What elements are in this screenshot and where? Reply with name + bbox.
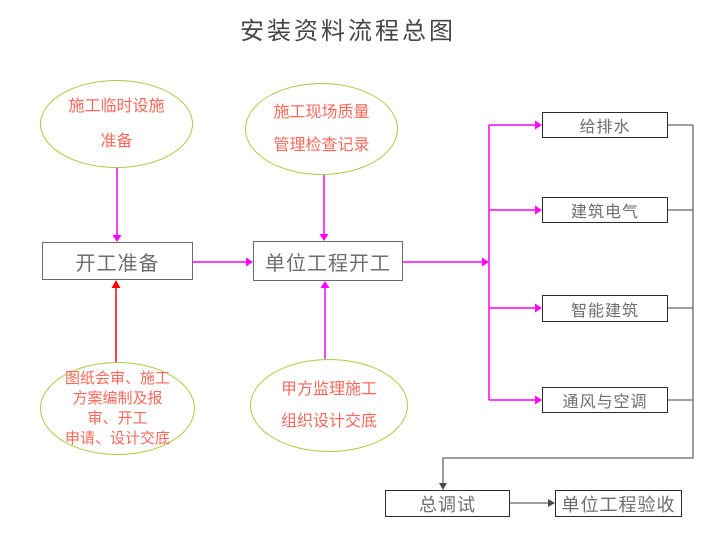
ellipse-text-line: 审、开工: [87, 409, 148, 427]
ellipse-supervision-briefing: 甲方监理施工 组织设计交底: [250, 359, 408, 452]
arrow-unit-start-to-branch: [403, 257, 489, 267]
ellipse-text-line: 准备: [100, 133, 133, 150]
arrow-supervision-to-unit-start: [320, 281, 330, 359]
ellipse-drawing-review: 图纸会审、施工 方案编制及报 审、开工 申请、设计交底: [40, 362, 195, 455]
box-water-supply-drainage: 给排水: [542, 112, 668, 138]
box-overall-commissioning: 总调试: [385, 490, 510, 517]
arrow-drawing-review-to-start-prep: [111, 280, 121, 362]
arrow-branch-to-water: [489, 120, 542, 130]
ellipse-text-line: 方案编制及报: [72, 389, 163, 407]
ellipse-text-line: 甲方监理施工: [280, 380, 377, 398]
arrow-temp-facilities-to-start-prep: [112, 168, 122, 242]
box-hvac: 通风与空调: [542, 387, 668, 413]
ellipse-temp-facilities: 施工临时设施 准备: [40, 80, 193, 168]
arrow-commissioning-to-acceptance: [510, 499, 555, 507]
ellipse-text-line: 申请、设计交底: [64, 429, 170, 447]
arrow-start-prep-to-unit-start: [193, 257, 253, 267]
ellipse-text-line: 施工临时设施: [68, 98, 165, 115]
arrow-branch-to-electrical: [489, 205, 542, 215]
box-building-electrical: 建筑电气: [542, 197, 668, 223]
box-intelligent-building: 智能建筑: [542, 295, 668, 322]
collector-line: [439, 125, 694, 490]
ellipse-text-line: 组织设计交底: [280, 412, 377, 430]
box-start-preparation: 开工准备: [42, 242, 193, 280]
box-unit-project-start: 单位工程开工: [253, 241, 403, 281]
page-title: 安装资料流程总图: [240, 19, 456, 45]
arrow-site-quality-to-unit-start: [319, 175, 329, 241]
arrow-branch-to-hvac: [489, 395, 542, 405]
ellipse-text-line: 图纸会审、施工: [64, 369, 170, 387]
ellipse-text-line: 管理检查记录: [273, 137, 370, 154]
arrow-branch-to-intelligent: [489, 303, 542, 313]
ellipse-text-line: 施工现场质量: [273, 104, 370, 121]
box-unit-project-acceptance: 单位工程验收: [555, 490, 682, 517]
ellipse-site-quality: 施工现场质量 管理检查记录: [245, 83, 398, 175]
